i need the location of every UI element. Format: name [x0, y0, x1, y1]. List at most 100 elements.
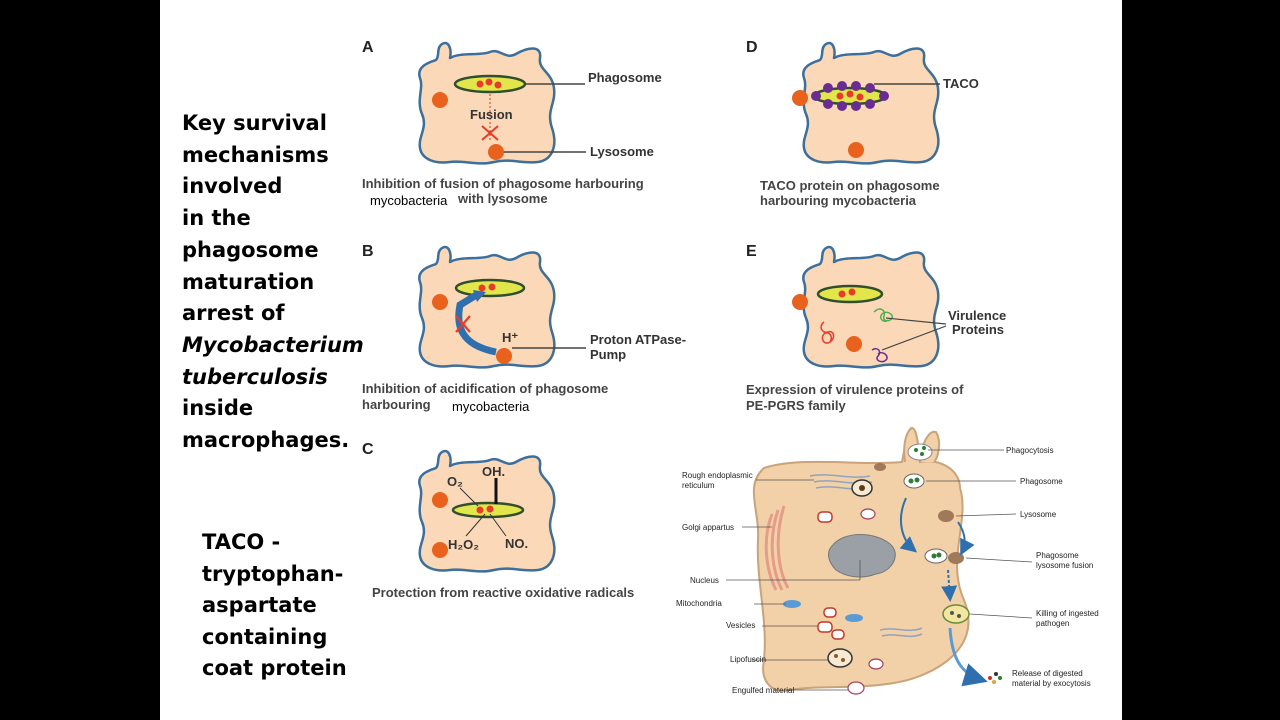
- panel-a-caption-2: with lysosome: [457, 191, 548, 206]
- bacterium: [856, 93, 864, 101]
- oh-label: OH.: [482, 464, 505, 479]
- rer-label-2: reticulum: [682, 481, 715, 490]
- mitochondria-icon: [783, 600, 801, 608]
- bacterium: [838, 290, 846, 298]
- virulence-label: Virulence: [948, 308, 1006, 323]
- panel-e: E Virulence Proteins Expression of virul…: [746, 243, 1006, 413]
- lysosome-label: Lysosome: [590, 144, 654, 159]
- bacterium: [836, 92, 844, 100]
- lysosome-icon: [432, 492, 448, 508]
- lipofuscin-label: Lipofuscin: [730, 655, 766, 664]
- panel-e-cell: [802, 245, 940, 369]
- bacterium: [478, 284, 486, 292]
- taco-protein-icon: [811, 81, 889, 111]
- lysosome-icon: [938, 510, 954, 522]
- release-label: Release of digested: [1012, 669, 1083, 678]
- panel-b-caption: Inhibition of acidification of phagosome: [362, 381, 608, 396]
- phagosome-icon: [903, 473, 925, 489]
- o2-label: O₂: [447, 474, 463, 489]
- rer-label: Rough endoplasmic: [682, 471, 753, 480]
- lysosome-icon: [792, 294, 808, 310]
- phagocytosis-label: Phagocytosis: [1006, 446, 1054, 455]
- bacterium: [476, 506, 484, 514]
- lysosome-icon: [488, 144, 504, 160]
- bacterium: [476, 80, 484, 88]
- fusion-label-2: lysosome fusion: [1036, 561, 1093, 570]
- lysosome-label: Lysosome: [1020, 510, 1057, 519]
- panel-c: C O₂ OH. H₂O₂ NO. Protection from reacti…: [362, 441, 634, 600]
- virulence-protein-icon: [871, 347, 888, 363]
- release-label-2: material by exocytosis: [1012, 679, 1091, 688]
- macrophage-diagram: Phagocytosis Phagosome Lysosome Phagosom…: [676, 426, 1099, 695]
- panel-c-caption: Protection from reactive oxidative radic…: [372, 585, 634, 600]
- panel-a: A Fusion Phagosome Lysosome Inhibition o…: [362, 39, 662, 208]
- panel-b-caption-2: harbouring: [362, 397, 431, 412]
- engulfed-label: Engulfed material: [732, 686, 794, 695]
- block-cross-icon: [481, 125, 499, 141]
- panel-d-caption: TACO protein on phagosome: [760, 178, 940, 193]
- lysosome-icon: [848, 142, 864, 158]
- slide: Key survival mechanisms involved in the …: [160, 0, 1122, 720]
- vesicle-icon: [823, 607, 837, 618]
- panel-d: D TACO TACO protein on phagosome harbour…: [746, 39, 979, 208]
- h2o2-label: H₂O₂: [448, 537, 479, 552]
- nucleus-label: Nucleus: [690, 576, 719, 585]
- panel-e-caption: Expression of virulence proteins of: [746, 382, 964, 397]
- virulence-protein-icon: [820, 321, 835, 344]
- taco-definition: TACO - tryptophan- aspartate containing …: [202, 530, 347, 681]
- mycobacteria-overlay: mycobacteria: [452, 399, 530, 414]
- fusion-label: Fusion: [470, 107, 513, 122]
- panel-b-letter: B: [362, 243, 374, 260]
- engulfed-material-icon: [847, 681, 865, 695]
- lysosome-icon: [432, 294, 448, 310]
- bacterium: [486, 505, 494, 513]
- lysosome-icon: [496, 348, 512, 364]
- vesicle-icon: [831, 629, 845, 640]
- bacterium: [494, 81, 502, 89]
- mycobacteria-overlay: mycobacteria: [370, 193, 448, 208]
- taco-label: TACO: [943, 76, 979, 91]
- hplus-label: H⁺: [502, 330, 518, 345]
- panel-d-caption-2: harbouring mycobacteria: [760, 193, 917, 208]
- slide-title: Key survival mechanisms involved in the …: [182, 111, 364, 453]
- panel-c-letter: C: [362, 441, 374, 458]
- phagosome-label: Phagosome: [588, 70, 662, 85]
- golgi-label: Golgi appartus: [682, 523, 734, 532]
- panel-a-caption: Inhibition of fusion of phagosome harbou…: [362, 176, 644, 191]
- vesicle-icon: [817, 511, 833, 523]
- diagram-figure: A Fusion Phagosome Lysosome Inhibition o…: [362, 39, 1099, 695]
- mitochondria-icon: [845, 614, 863, 622]
- bacterium: [488, 283, 496, 291]
- pump-label: Proton ATPase-: [590, 332, 686, 347]
- panel-d-letter: D: [746, 39, 758, 56]
- panel-b-cell: [418, 245, 556, 369]
- vesicles-label: Vesicles: [726, 621, 755, 630]
- vesicle-icon: [817, 621, 833, 633]
- mitochondria-label: Mitochondria: [676, 599, 722, 608]
- golgi-icon: [764, 505, 790, 591]
- pump-label-2: Pump: [590, 347, 626, 362]
- lysosome-icon: [432, 92, 448, 108]
- phagosome-label: Phagosome: [1020, 477, 1063, 486]
- killing-label: Killing of ingested: [1036, 609, 1099, 618]
- nucleus-icon: [828, 534, 896, 578]
- panel-a-cell: [418, 41, 556, 165]
- virulence-label-2: Proteins: [952, 322, 1004, 337]
- lipofuscin-icon: [827, 648, 853, 668]
- bacterium: [848, 288, 856, 296]
- bacterium: [846, 90, 854, 98]
- panel-e-caption-2: PE-PGRS family: [746, 398, 846, 413]
- panel-b: B H⁺ Proton ATPase- Pump Inhibition of a…: [362, 243, 686, 414]
- panel-a-letter: A: [362, 39, 374, 56]
- panel-e-letter: E: [746, 243, 757, 260]
- acidification-arrow-icon: [455, 291, 497, 356]
- lysosome-icon: [792, 90, 808, 106]
- lysosome-icon: [846, 336, 862, 352]
- bacterium: [485, 78, 493, 86]
- no-label: NO.: [505, 536, 528, 551]
- killing-icon: [942, 604, 970, 624]
- block-cross-icon: [455, 315, 471, 333]
- fusion-label: Phagosome: [1036, 551, 1079, 560]
- killing-label-2: pathogen: [1036, 619, 1069, 628]
- lysosome-icon: [432, 542, 448, 558]
